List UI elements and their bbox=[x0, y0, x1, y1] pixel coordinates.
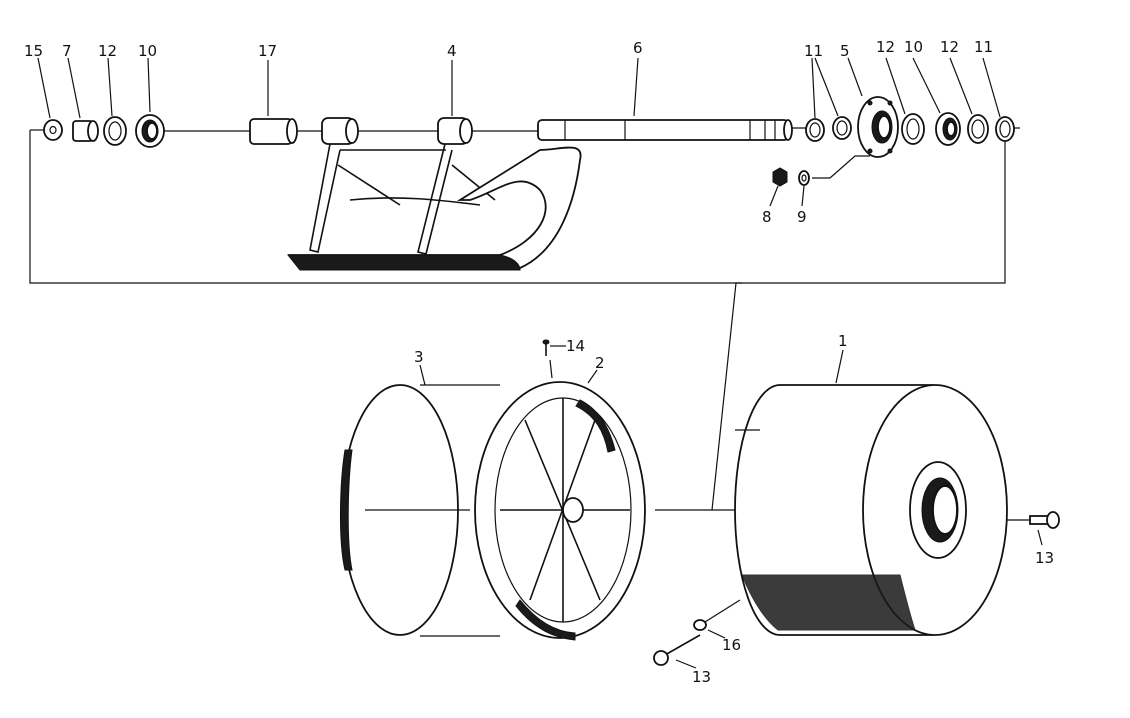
callout-14: 14 bbox=[566, 337, 585, 355]
circlip-11-left bbox=[805, 118, 825, 142]
drum-ring-3 bbox=[340, 384, 500, 637]
ring-12-right bbox=[967, 114, 989, 144]
hub-flange-5 bbox=[857, 96, 899, 158]
callout-12: 12 bbox=[98, 42, 117, 60]
nut-7 bbox=[72, 120, 99, 142]
washer-15 bbox=[43, 119, 63, 141]
callout-2: 2 bbox=[595, 354, 605, 372]
bolt-13-bottom bbox=[653, 634, 701, 666]
callout-labels: 15 7 12 10 17 4 6 11 5 12 10 12 11 8 9 3… bbox=[24, 38, 1054, 686]
nut-8 bbox=[772, 167, 788, 187]
leader-lines bbox=[37, 57, 1043, 669]
callout-13-bottom: 13 bbox=[692, 668, 711, 686]
callout-4: 4 bbox=[447, 42, 457, 60]
callout-12-right: 12 bbox=[940, 38, 959, 56]
callout-11-left: 11 bbox=[804, 42, 823, 60]
callout-5: 5 bbox=[840, 42, 850, 60]
bearing-10-right bbox=[935, 112, 961, 146]
callout-3: 3 bbox=[414, 348, 424, 366]
callout-8: 8 bbox=[762, 208, 772, 226]
callout-9: 9 bbox=[797, 208, 807, 226]
callout-6: 6 bbox=[633, 39, 643, 57]
bearing-10-left bbox=[135, 114, 165, 148]
callout-12-mid: 12 bbox=[876, 38, 895, 56]
roller-drum-1 bbox=[734, 384, 1008, 636]
ring-11-left-b bbox=[832, 116, 852, 140]
pin-14 bbox=[542, 339, 550, 356]
bolt-13-right bbox=[1029, 511, 1060, 529]
axle-6 bbox=[537, 119, 793, 141]
washer-16 bbox=[693, 619, 707, 631]
spoke-wheel-2 bbox=[474, 381, 646, 641]
callout-1: 1 bbox=[838, 332, 848, 350]
ring-12-left bbox=[103, 116, 127, 146]
washer-9 bbox=[798, 170, 810, 186]
ring-12-mid bbox=[901, 113, 925, 145]
callout-15: 15 bbox=[24, 42, 43, 60]
sleeve-17 bbox=[249, 118, 298, 145]
circlip-11-right bbox=[995, 116, 1015, 142]
callout-16: 16 bbox=[722, 636, 741, 654]
callout-7: 7 bbox=[62, 42, 72, 60]
callout-11-right: 11 bbox=[974, 38, 993, 56]
callout-17: 17 bbox=[258, 42, 277, 60]
callout-13-right: 13 bbox=[1035, 549, 1054, 567]
callout-10: 10 bbox=[138, 42, 157, 60]
callout-10-right: 10 bbox=[904, 38, 923, 56]
frame-4 bbox=[286, 117, 582, 271]
